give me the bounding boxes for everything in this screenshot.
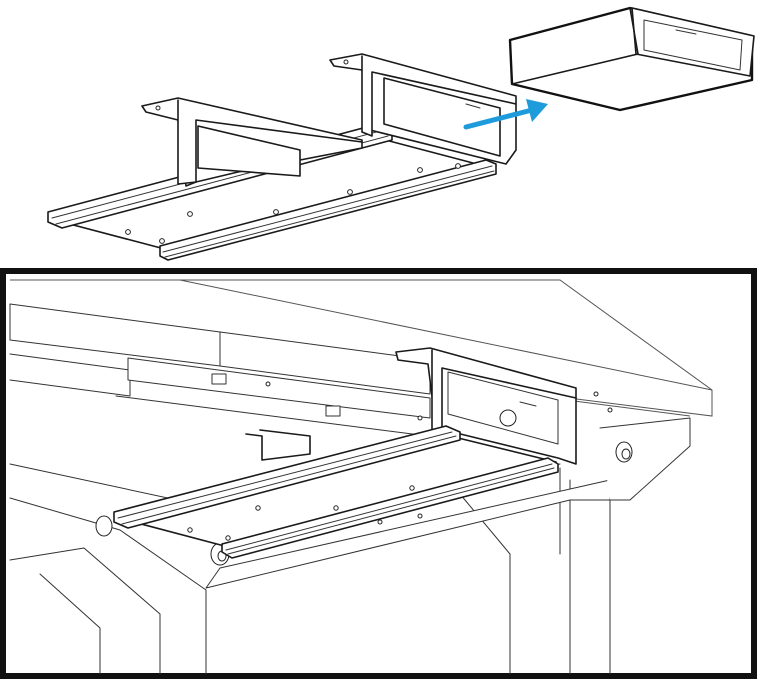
rear-mounting-bracket	[141, 97, 363, 187]
installed-view-drawing	[0, 268, 757, 679]
mounted-tray	[113, 347, 577, 559]
installed-view-panel	[0, 268, 759, 682]
desktop-underside	[9, 279, 713, 437]
storage-box	[508, 6, 755, 112]
exploded-view-panel	[0, 0, 759, 268]
insert-direction-arrow	[463, 99, 548, 130]
exploded-view-drawing	[47, 6, 755, 261]
front-mounting-bracket	[329, 53, 517, 165]
